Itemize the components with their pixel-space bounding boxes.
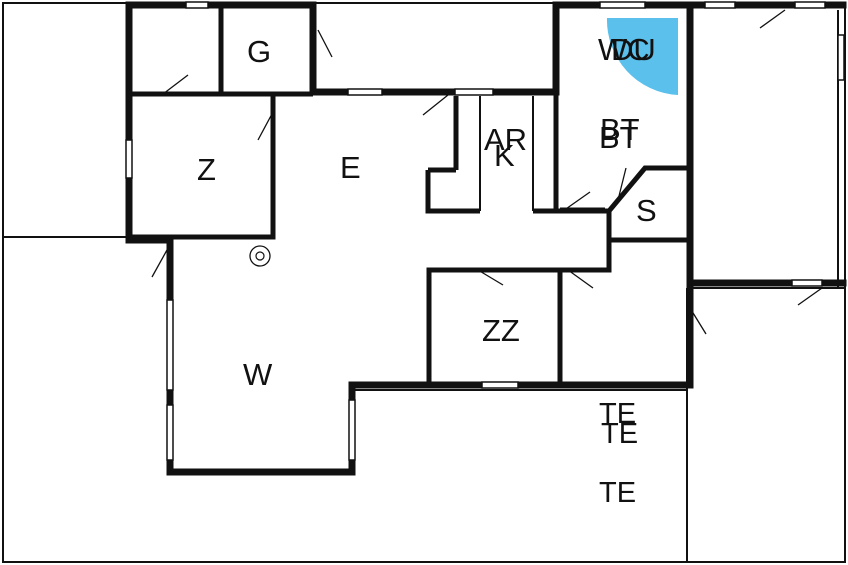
- room-label-k: K: [494, 138, 515, 173]
- shower-area: [606, 18, 678, 95]
- room-label-g: G: [247, 34, 271, 69]
- room-label-du: DU: [611, 32, 656, 67]
- room-label-s: S: [636, 193, 657, 228]
- room-label-w: W: [243, 357, 273, 392]
- room-label-bt-overlap: BT: [600, 112, 640, 147]
- room-label-te-3: TE: [599, 477, 636, 509]
- room-label-zz: ZZ: [482, 313, 520, 348]
- room-label-te-2: TE: [601, 418, 638, 450]
- room-label-ar: AR: [484, 122, 527, 157]
- room-label-wc: WC: [598, 32, 650, 67]
- room-label-z: Z: [197, 152, 216, 187]
- stove-icon: [249, 245, 271, 267]
- interior-walls: [129, 5, 690, 383]
- windows: [125, 1, 845, 461]
- kitchen-counter: [479, 96, 534, 211]
- doors: [151, 9, 823, 335]
- room-label-te-1: TE: [599, 398, 636, 430]
- room-label-bt: BT: [599, 120, 639, 155]
- room-label-e: E: [340, 150, 361, 185]
